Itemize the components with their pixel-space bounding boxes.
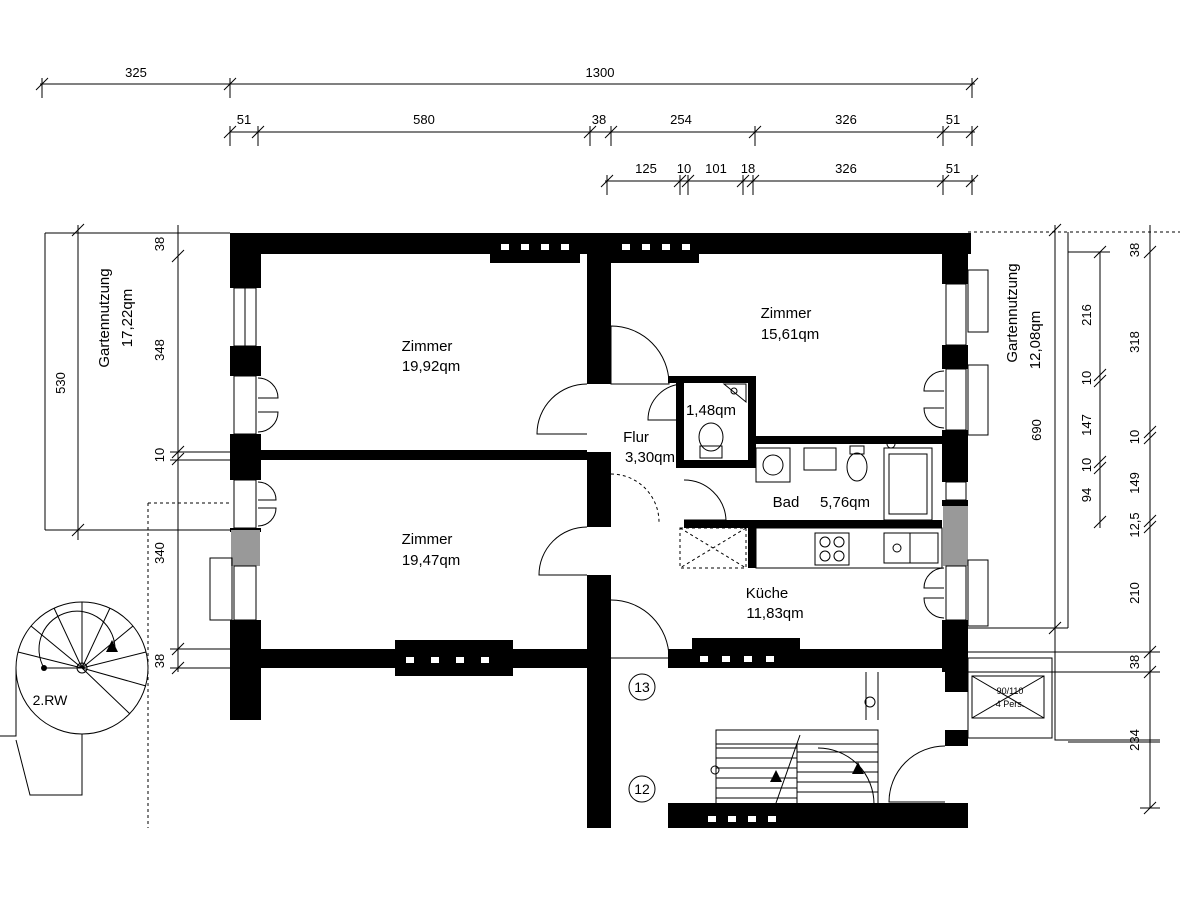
dim-top2-580: 580 [413, 112, 435, 127]
dim-top3-326: 326 [835, 161, 857, 176]
vent-right [943, 506, 968, 566]
dim-top3-10: 10 [677, 161, 691, 176]
dim-top2-51a: 51 [237, 112, 251, 127]
room-flur-name: Flur [623, 429, 649, 446]
dim-right-10c: 10 [1127, 430, 1142, 444]
apt-12-label: 12 [634, 781, 650, 797]
dim-left-530: 530 [53, 372, 68, 394]
dim-top2-38: 38 [592, 112, 606, 127]
dim-left-340: 340 [152, 542, 167, 564]
dim-right-38b: 38 [1127, 655, 1142, 669]
room-flur-area: 3,30qm [625, 449, 675, 466]
windows [209, 269, 989, 627]
garden-right-area: 12,08qm [1027, 311, 1044, 369]
elevator-boundary [1054, 628, 1160, 741]
dim-right-38a: 38 [1127, 243, 1142, 257]
right-dimension-lines [968, 223, 1180, 815]
stair-arrow-icon [770, 770, 782, 782]
walls [230, 233, 971, 828]
room-zimmer-1-name: Zimmer [402, 338, 453, 355]
room-zimmer-3-name: Zimmer [402, 531, 453, 548]
room-bad-name: Bad [773, 494, 800, 511]
spiral-staircase: 2.RW [0, 601, 149, 796]
stair-arrow-icon [852, 762, 864, 774]
apt-12-circle [628, 775, 656, 803]
room-zimmer-2-area: 15,61qm [761, 326, 819, 343]
wall-vents [395, 241, 800, 828]
dim-top3-101: 101 [705, 161, 727, 176]
dim-top2-326: 326 [835, 112, 857, 127]
dim-top-325: 325 [125, 65, 147, 80]
garden-left-area: 17,22qm [119, 289, 136, 347]
dim-left-10: 10 [152, 448, 167, 462]
room-zimmer-1-area: 19,92qm [402, 358, 460, 375]
dim-top-1300: 1300 [586, 65, 615, 80]
dim-right-149: 149 [1127, 472, 1142, 494]
dim-right-10a: 10 [1079, 371, 1094, 385]
room-kueche-name: Küche [746, 585, 789, 602]
dim-right-216: 216 [1079, 304, 1094, 326]
stair-label: 2.RW [33, 692, 69, 708]
room-zimmer-3-area: 19,47qm [402, 552, 460, 569]
room-zimmer-2-name: Zimmer [761, 305, 812, 322]
dim-left-38b: 38 [152, 654, 167, 668]
room-wc-area: 1,48qm [686, 402, 736, 419]
elevator-persons: 4 Pers. [996, 699, 1025, 709]
vent-left [231, 530, 260, 566]
dim-top3-51: 51 [946, 161, 960, 176]
doors [536, 325, 946, 805]
dim-top2-254: 254 [670, 112, 692, 127]
room-kueche-area: 11,83qm [746, 605, 803, 622]
dim-right-10b: 10 [1079, 458, 1094, 472]
dim-right-690: 690 [1029, 419, 1044, 441]
dim-top3-125: 125 [635, 161, 657, 176]
room-bad-area: 5,76qm [820, 494, 870, 511]
dim-right-318: 318 [1127, 331, 1142, 353]
dim-left-348: 348 [152, 339, 167, 361]
top-dimension-lines: 325 1300 51 580 38 254 326 51 125 10 101… [35, 65, 979, 195]
dim-top3-18: 18 [741, 161, 755, 176]
garden-right-name: Gartennutzung [1004, 263, 1021, 362]
dim-right-210: 210 [1127, 582, 1142, 604]
elevator-size: 90/110 [997, 686, 1024, 696]
dim-right-12-5: 12,5 [1127, 512, 1142, 537]
apt-13-label: 13 [634, 679, 650, 695]
dim-top2-51b: 51 [946, 112, 960, 127]
dim-right-94: 94 [1079, 488, 1094, 502]
apt-13-circle [628, 673, 656, 701]
garden-left-name: Gartennutzung [96, 268, 113, 367]
dim-right-147: 147 [1079, 414, 1094, 436]
fixtures [679, 383, 1053, 804]
left-dimension-lines [44, 223, 230, 675]
dim-left-38a: 38 [152, 237, 167, 251]
